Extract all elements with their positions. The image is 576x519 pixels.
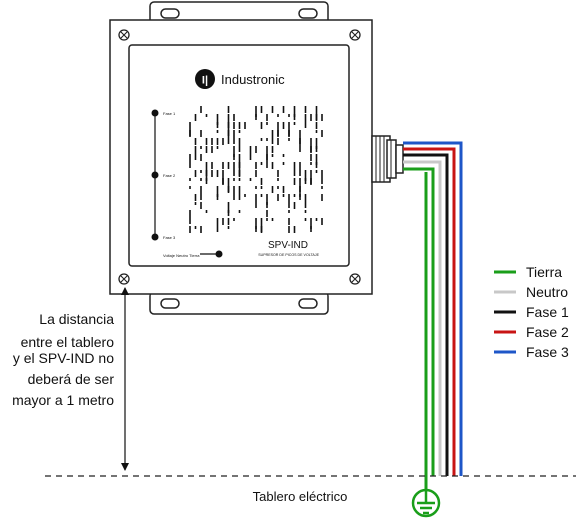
note-line: deberá de ser [28, 371, 115, 387]
phase-label: Fase 1 [163, 111, 176, 116]
mounting-tab-bottom [149, 291, 329, 315]
legend-label: Fase 1 [526, 304, 569, 320]
wire-legend: Tierra Neutro Fase 1 Fase 2 Fase 3 [494, 264, 569, 360]
phase-label: Fase 2 [163, 173, 176, 178]
voltage-led [215, 250, 223, 258]
legend-label: Fase 3 [526, 344, 569, 360]
wire-fase-1 [403, 153, 449, 476]
wire-tierra [403, 167, 435, 476]
legend-label: Tierra [526, 264, 562, 280]
screw-icon [349, 29, 361, 41]
indicator-led [151, 233, 159, 241]
note-line: entre el tablero [21, 334, 115, 350]
phase-label: Fase 3 [163, 235, 176, 240]
panel-label: Tablero eléctrico [253, 489, 348, 504]
legend-label: Neutro [526, 284, 568, 300]
screw-icon [349, 273, 361, 285]
model-subtitle: SUPRESOR DE PICOS DE VOLTAJE [258, 253, 319, 257]
note-line: y el SPV-IND no [13, 350, 114, 366]
panel-pattern [189, 106, 323, 233]
model-name: SPV-IND [268, 240, 308, 251]
industronic-logo-icon: I| [195, 69, 215, 89]
indicator-led [151, 109, 159, 117]
distance-arrow [121, 287, 129, 471]
screw-icon [118, 29, 130, 41]
svg-text:I|: I| [202, 75, 208, 87]
wire-fase-3 [403, 141, 463, 476]
wire-fase-2 [403, 147, 456, 476]
cable-gland [371, 135, 404, 183]
mounting-tab-top [149, 1, 329, 25]
note-line: mayor a 1 metro [12, 392, 114, 408]
note-line: La distancia [39, 311, 114, 327]
indicator-led [151, 171, 159, 179]
voltage-label: Voltaje Neutro Tierra [163, 253, 200, 258]
brand-name: Industronic [221, 72, 285, 87]
wire-neutro [403, 160, 442, 476]
legend-label: Fase 2 [526, 324, 569, 340]
ground-icon [411, 488, 441, 518]
screw-icon [118, 273, 130, 285]
distance-note: La distancia entre el tablero y el SPV-I… [12, 311, 114, 408]
